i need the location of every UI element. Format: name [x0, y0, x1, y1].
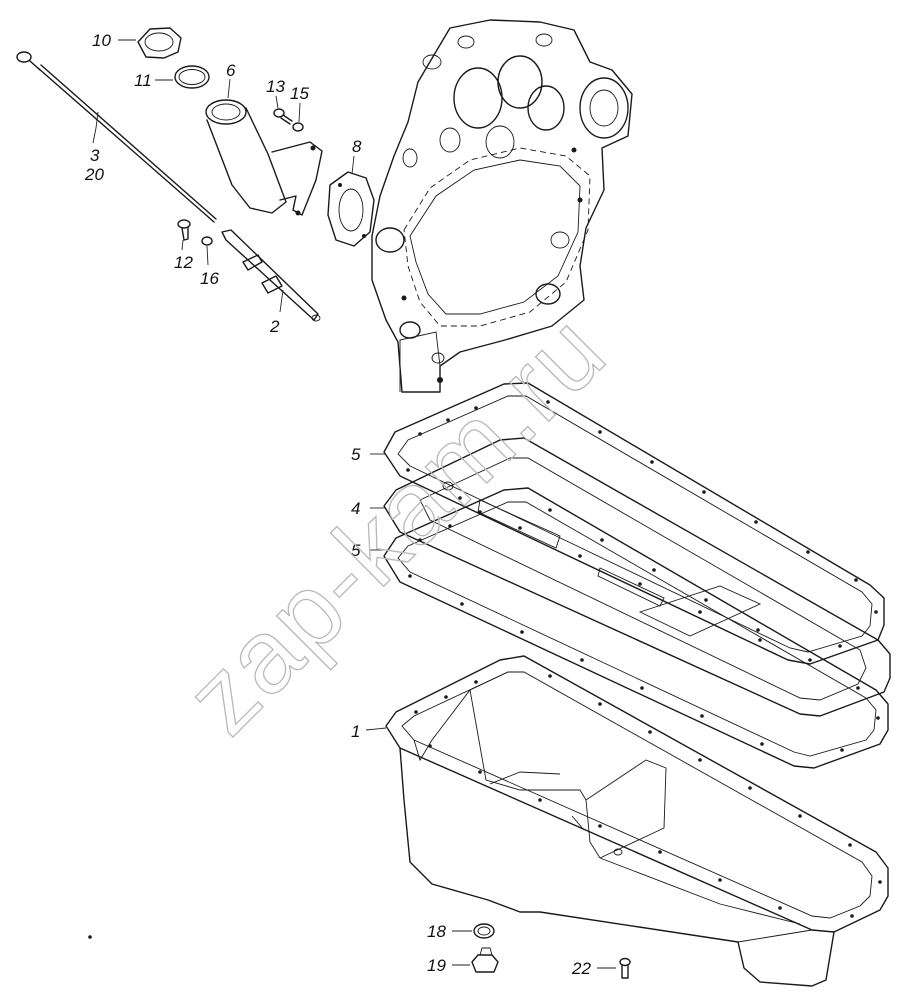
callout-labels: 10 11 6 13 15 3 20 8 12 16 2 5 4 5 1 18 … — [84, 31, 591, 978]
part-8-gasket — [327, 171, 375, 247]
callout-2: 2 — [269, 317, 280, 336]
part-13-bolt — [273, 108, 293, 125]
stray-dot — [88, 935, 92, 939]
callout-11: 11 — [134, 71, 152, 90]
part-19-drain-plug — [471, 947, 499, 973]
callout-4: 4 — [351, 499, 360, 518]
part-11-seal-ring — [174, 65, 210, 89]
part-18-seal-ring — [473, 923, 495, 939]
callout-1: 1 — [351, 722, 360, 741]
callout-5-lower: 5 — [351, 541, 361, 560]
part-5-lower-gasket — [383, 487, 889, 769]
callout-13: 13 — [266, 77, 285, 96]
part-6-filler-neck — [205, 99, 323, 216]
part-4-baffle-plate — [383, 437, 891, 717]
callout-6: 6 — [226, 61, 236, 80]
part-1-oil-sump — [385, 655, 889, 987]
callout-18: 18 — [427, 922, 446, 941]
callout-3: 3 — [90, 146, 100, 165]
part-3-dipstick — [16, 51, 217, 223]
callout-10: 10 — [92, 31, 111, 50]
part-12-bolt — [177, 219, 191, 241]
callout-8: 8 — [352, 137, 362, 156]
callout-15: 15 — [290, 84, 309, 103]
callout-16: 16 — [200, 269, 219, 288]
part-2-dipstick-tube — [221, 229, 321, 322]
leader-lines — [92, 39, 616, 969]
part-10-filler-cap — [137, 27, 182, 59]
watermark-text: zap-kam.ru — [164, 292, 628, 756]
callout-19: 19 — [427, 956, 446, 975]
callout-22: 22 — [571, 959, 591, 978]
part-15-washer — [292, 122, 304, 132]
part-22-bolt — [619, 957, 631, 979]
part-16-washer — [201, 236, 213, 246]
callout-12: 12 — [174, 253, 193, 272]
timing-case — [371, 19, 633, 393]
callout-20: 20 — [84, 165, 104, 184]
callout-5-upper: 5 — [351, 445, 361, 464]
